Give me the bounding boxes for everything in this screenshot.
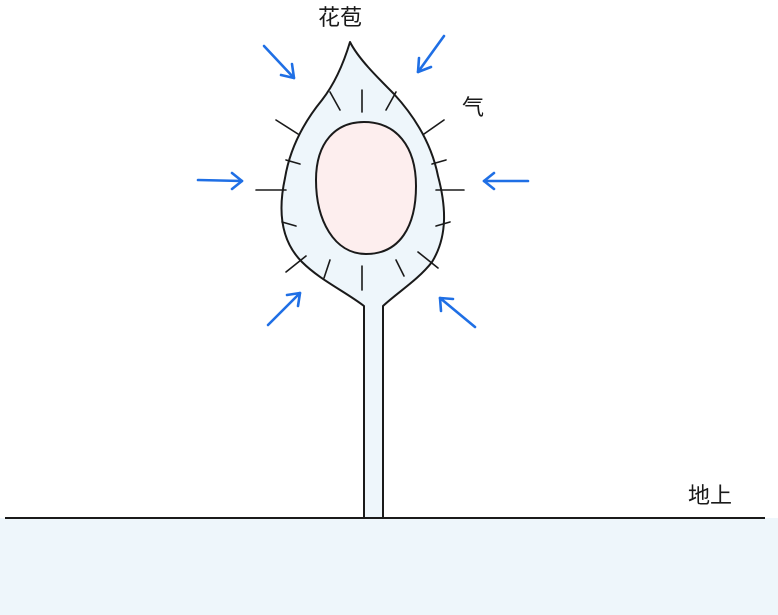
arrow-icon <box>262 44 296 80</box>
tick-mark <box>323 259 331 279</box>
arrow-icon <box>438 296 477 329</box>
tick-mark <box>395 259 405 277</box>
ground-area <box>0 518 778 615</box>
tick-mark <box>275 119 299 135</box>
tick-mark <box>329 91 341 111</box>
tick-mark <box>285 255 307 273</box>
bud-tick-marks <box>255 89 465 291</box>
arrow-icon <box>416 34 446 74</box>
arrow-icon <box>196 171 244 191</box>
bud-label: 花苞 <box>318 6 363 31</box>
ground-label: 地上 <box>688 484 733 509</box>
air-label: 气 <box>462 96 485 121</box>
tick-mark <box>423 119 445 135</box>
tick-mark <box>435 221 451 227</box>
arrow-icon <box>482 171 530 191</box>
tick-mark <box>385 91 397 111</box>
tick-mark <box>417 251 439 269</box>
tick-mark <box>281 221 297 227</box>
arrow-icon <box>266 291 302 327</box>
tick-mark <box>431 159 447 165</box>
bud-core <box>314 120 418 256</box>
pressure-arrows <box>196 34 530 329</box>
tick-mark <box>285 159 301 165</box>
